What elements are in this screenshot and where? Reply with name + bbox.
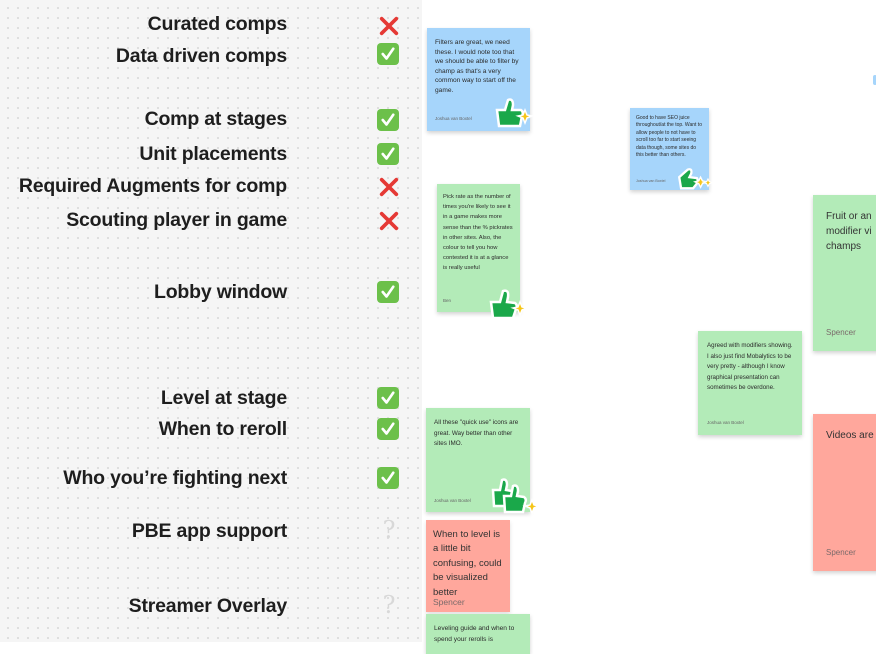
feature-checklist-panel: Curated comps Data driven comps Comp at … bbox=[0, 0, 422, 642]
note-text: Fruit or an modifier vi champs bbox=[826, 211, 872, 252]
note-author: Spencer bbox=[433, 597, 465, 607]
note-text: Good to have SEO juice throughout/at the… bbox=[636, 115, 702, 159]
check-icon bbox=[377, 43, 399, 65]
sticky-note[interactable]: When to level is a little bit confusing,… bbox=[426, 520, 510, 612]
note-text: Leveling guide and when to spend your re… bbox=[434, 625, 515, 643]
note-author: Joshua van Boxtel bbox=[636, 179, 666, 183]
feature-label: Curated comps bbox=[147, 13, 288, 35]
cross-icon bbox=[377, 14, 401, 38]
feature-label: Lobby window bbox=[154, 281, 287, 303]
note-text: Agreed with modifiers showing. I also ju… bbox=[707, 342, 793, 392]
check-icon bbox=[377, 387, 399, 409]
feature-label: Scouting player in game bbox=[66, 209, 287, 231]
note-author: Spencer bbox=[826, 548, 856, 557]
feature-label: PBE app support bbox=[131, 520, 287, 542]
check-icon bbox=[377, 467, 399, 489]
note-text: All these "quick use" icons are great. W… bbox=[434, 419, 519, 448]
sticky-note[interactable]: All these "quick use" icons are great. W… bbox=[426, 408, 530, 512]
feature-label: When to reroll bbox=[158, 418, 287, 440]
check-icon bbox=[377, 281, 399, 303]
sticky-note[interactable]: Videos are think Spencer bbox=[813, 414, 876, 571]
thumbs-up-sticker-icon bbox=[495, 98, 533, 128]
feature-label: Data driven comps bbox=[115, 45, 287, 67]
sticky-note[interactable]: Good to have SEO juice throughout/at the… bbox=[630, 108, 709, 190]
feature-label: Level at stage bbox=[160, 387, 287, 409]
note-text: Videos are think bbox=[826, 430, 876, 441]
sticky-note[interactable]: Leveling guide and when to spend your re… bbox=[426, 614, 530, 654]
question-icon: ? bbox=[382, 516, 396, 544]
feature-label: Who you’re fighting next bbox=[63, 467, 287, 489]
thumbs-up-sticker-icon bbox=[489, 289, 528, 320]
note-text: Filters are great, we need these. I woul… bbox=[435, 39, 519, 94]
question-icon: ? bbox=[382, 591, 396, 619]
note-text: Pick rate as the number of times you're … bbox=[443, 194, 513, 272]
note-author: Joshua van Boxtel bbox=[435, 116, 472, 121]
sticky-note[interactable]: Agreed with modifiers showing. I also ju… bbox=[698, 331, 802, 435]
feature-label: Streamer Overlay bbox=[128, 595, 288, 617]
note-author: Spencer bbox=[826, 328, 856, 337]
note-text: When to level is a little bit confusing,… bbox=[433, 529, 502, 598]
note-author: Joshua van Boxtel bbox=[434, 498, 471, 503]
note-author: Ben bbox=[443, 298, 452, 303]
double-thumbs-up-sticker-icon bbox=[491, 478, 542, 516]
offscreen-note-edge bbox=[873, 75, 876, 85]
check-icon bbox=[377, 143, 399, 165]
check-icon bbox=[377, 109, 399, 131]
note-author: Joshua van Boxtel bbox=[707, 420, 744, 425]
sticky-note[interactable]: Fruit or an modifier vi champs Spencer bbox=[813, 195, 876, 351]
thumbs-up-sticker-icon bbox=[677, 168, 714, 190]
check-icon bbox=[377, 418, 399, 440]
cross-icon bbox=[377, 175, 401, 199]
cross-icon bbox=[377, 209, 401, 233]
feature-label: Unit placements bbox=[139, 143, 287, 165]
feature-label: Required Augments for comp bbox=[18, 175, 287, 197]
feature-label: Comp at stages bbox=[144, 108, 288, 130]
